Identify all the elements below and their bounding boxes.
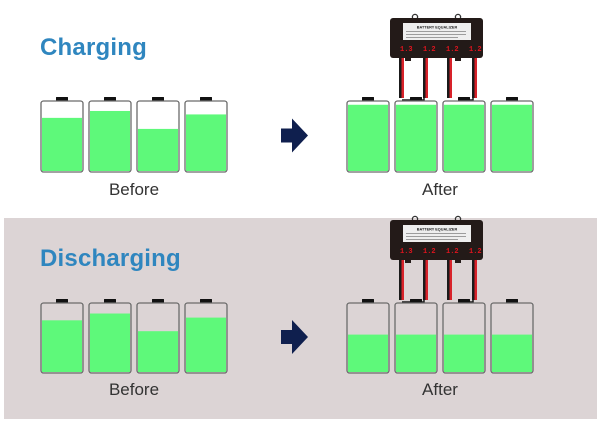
battery-outline — [394, 100, 438, 173]
right-arrow-icon — [281, 320, 308, 354]
discharging-before-label: Before — [108, 380, 160, 399]
after-battery — [346, 299, 390, 374]
before-battery — [136, 299, 180, 374]
battery-charge-fill — [348, 334, 388, 372]
before-battery — [184, 97, 228, 173]
wire-red — [401, 56, 404, 98]
wire-red — [425, 56, 428, 98]
battery-outline — [184, 100, 228, 173]
battery-outline — [346, 302, 390, 374]
wire-black — [399, 258, 402, 300]
wire-black — [399, 56, 402, 98]
battery-outline — [442, 100, 486, 173]
equalizer-fine-print — [406, 34, 466, 35]
equalizer-fine-print — [406, 233, 466, 234]
charging-after-label: After — [422, 180, 458, 199]
equalizer-fine-print — [406, 37, 458, 38]
battery-outline — [88, 100, 132, 173]
after-battery — [490, 299, 534, 374]
wire-red — [449, 258, 452, 300]
wire-jumper — [402, 98, 425, 101]
wire-red — [474, 56, 477, 98]
battery-charge-fill — [138, 331, 178, 372]
battery-charge-fill — [396, 104, 436, 171]
equalizer-label-text: BATTERY EQUALIZER — [417, 228, 458, 232]
before-battery — [40, 97, 84, 173]
after-battery — [394, 299, 438, 374]
battery-outline — [136, 302, 180, 374]
wire-jumper — [402, 300, 425, 303]
equalizer-label-text: BATTERY EQUALIZER — [417, 26, 458, 30]
battery-outline — [136, 100, 180, 173]
battery-charge-fill — [492, 334, 532, 372]
battery-charge-fill — [186, 114, 226, 171]
equalizer-fine-print — [406, 239, 458, 240]
battery-charge-fill — [90, 313, 130, 372]
battery-outline — [490, 302, 534, 374]
battery-outline — [184, 302, 228, 374]
after-battery — [394, 97, 438, 173]
battery-charge-fill — [444, 104, 484, 171]
battery-charge-fill — [42, 320, 82, 372]
equalizer-led-display: 1.3 — [400, 248, 413, 256]
wire-red — [474, 258, 477, 300]
battery-outline — [88, 302, 132, 374]
battery-charge-fill — [90, 110, 130, 171]
after-battery — [490, 97, 534, 173]
charging-before-label: Before — [108, 180, 160, 199]
battery-equalizer: BATTERY EQUALIZER 1.3 1.2 1.2 1.2 — [390, 215, 483, 303]
equalizer-clip — [405, 58, 411, 61]
after-battery — [442, 299, 486, 374]
equalizer-clip — [455, 58, 461, 61]
equalizer-clip — [405, 260, 411, 263]
wire-black — [447, 258, 450, 300]
before-battery — [40, 299, 84, 374]
battery-outline — [346, 100, 390, 173]
wire-black — [472, 56, 475, 98]
equalizer-led-display: 1.3 — [400, 46, 413, 54]
battery-outline — [490, 100, 534, 173]
battery-outline — [40, 302, 84, 374]
discharging-title: Discharging — [40, 245, 181, 272]
equalizer-led-display: 1.2 — [423, 248, 436, 256]
battery-charge-fill — [42, 117, 82, 171]
battery-charge-fill — [396, 334, 436, 372]
wire-black — [423, 56, 426, 98]
before-battery — [184, 299, 228, 374]
equalizer-led-display: 1.2 — [446, 248, 459, 256]
charging-title: Charging — [40, 34, 147, 61]
equalizer-led-display: 1.2 — [469, 248, 482, 256]
battery-charge-fill — [348, 104, 388, 171]
battery-charge-fill — [186, 317, 226, 372]
wire-red — [401, 258, 404, 300]
discharging-after-label: After — [422, 380, 458, 399]
wire-black — [472, 258, 475, 300]
equalizer-fine-print — [406, 31, 466, 32]
before-battery — [88, 299, 132, 374]
equalizer-led-display: 1.2 — [446, 46, 459, 54]
right-arrow-icon — [281, 118, 308, 153]
battery-equalizer: BATTERY EQUALIZER 1.3 1.2 1.2 1.2 — [390, 13, 483, 101]
battery-outline — [442, 302, 486, 374]
battery-charge-fill — [444, 334, 484, 372]
equalizer-led-display: 1.2 — [469, 46, 482, 54]
after-battery — [346, 97, 390, 173]
after-battery — [442, 97, 486, 173]
before-battery — [88, 97, 132, 173]
battery-charge-fill — [138, 128, 178, 171]
equalizer-led-display: 1.2 — [423, 46, 436, 54]
wire-black — [423, 258, 426, 300]
battery-outline — [40, 100, 84, 173]
wire-red — [425, 258, 428, 300]
before-battery — [136, 97, 180, 173]
wire-black — [447, 56, 450, 98]
battery-outline — [394, 302, 438, 374]
wire-red — [449, 56, 452, 98]
equalizer-clip — [455, 260, 461, 263]
equalizer-fine-print — [406, 236, 466, 237]
battery-charge-fill — [492, 104, 532, 171]
